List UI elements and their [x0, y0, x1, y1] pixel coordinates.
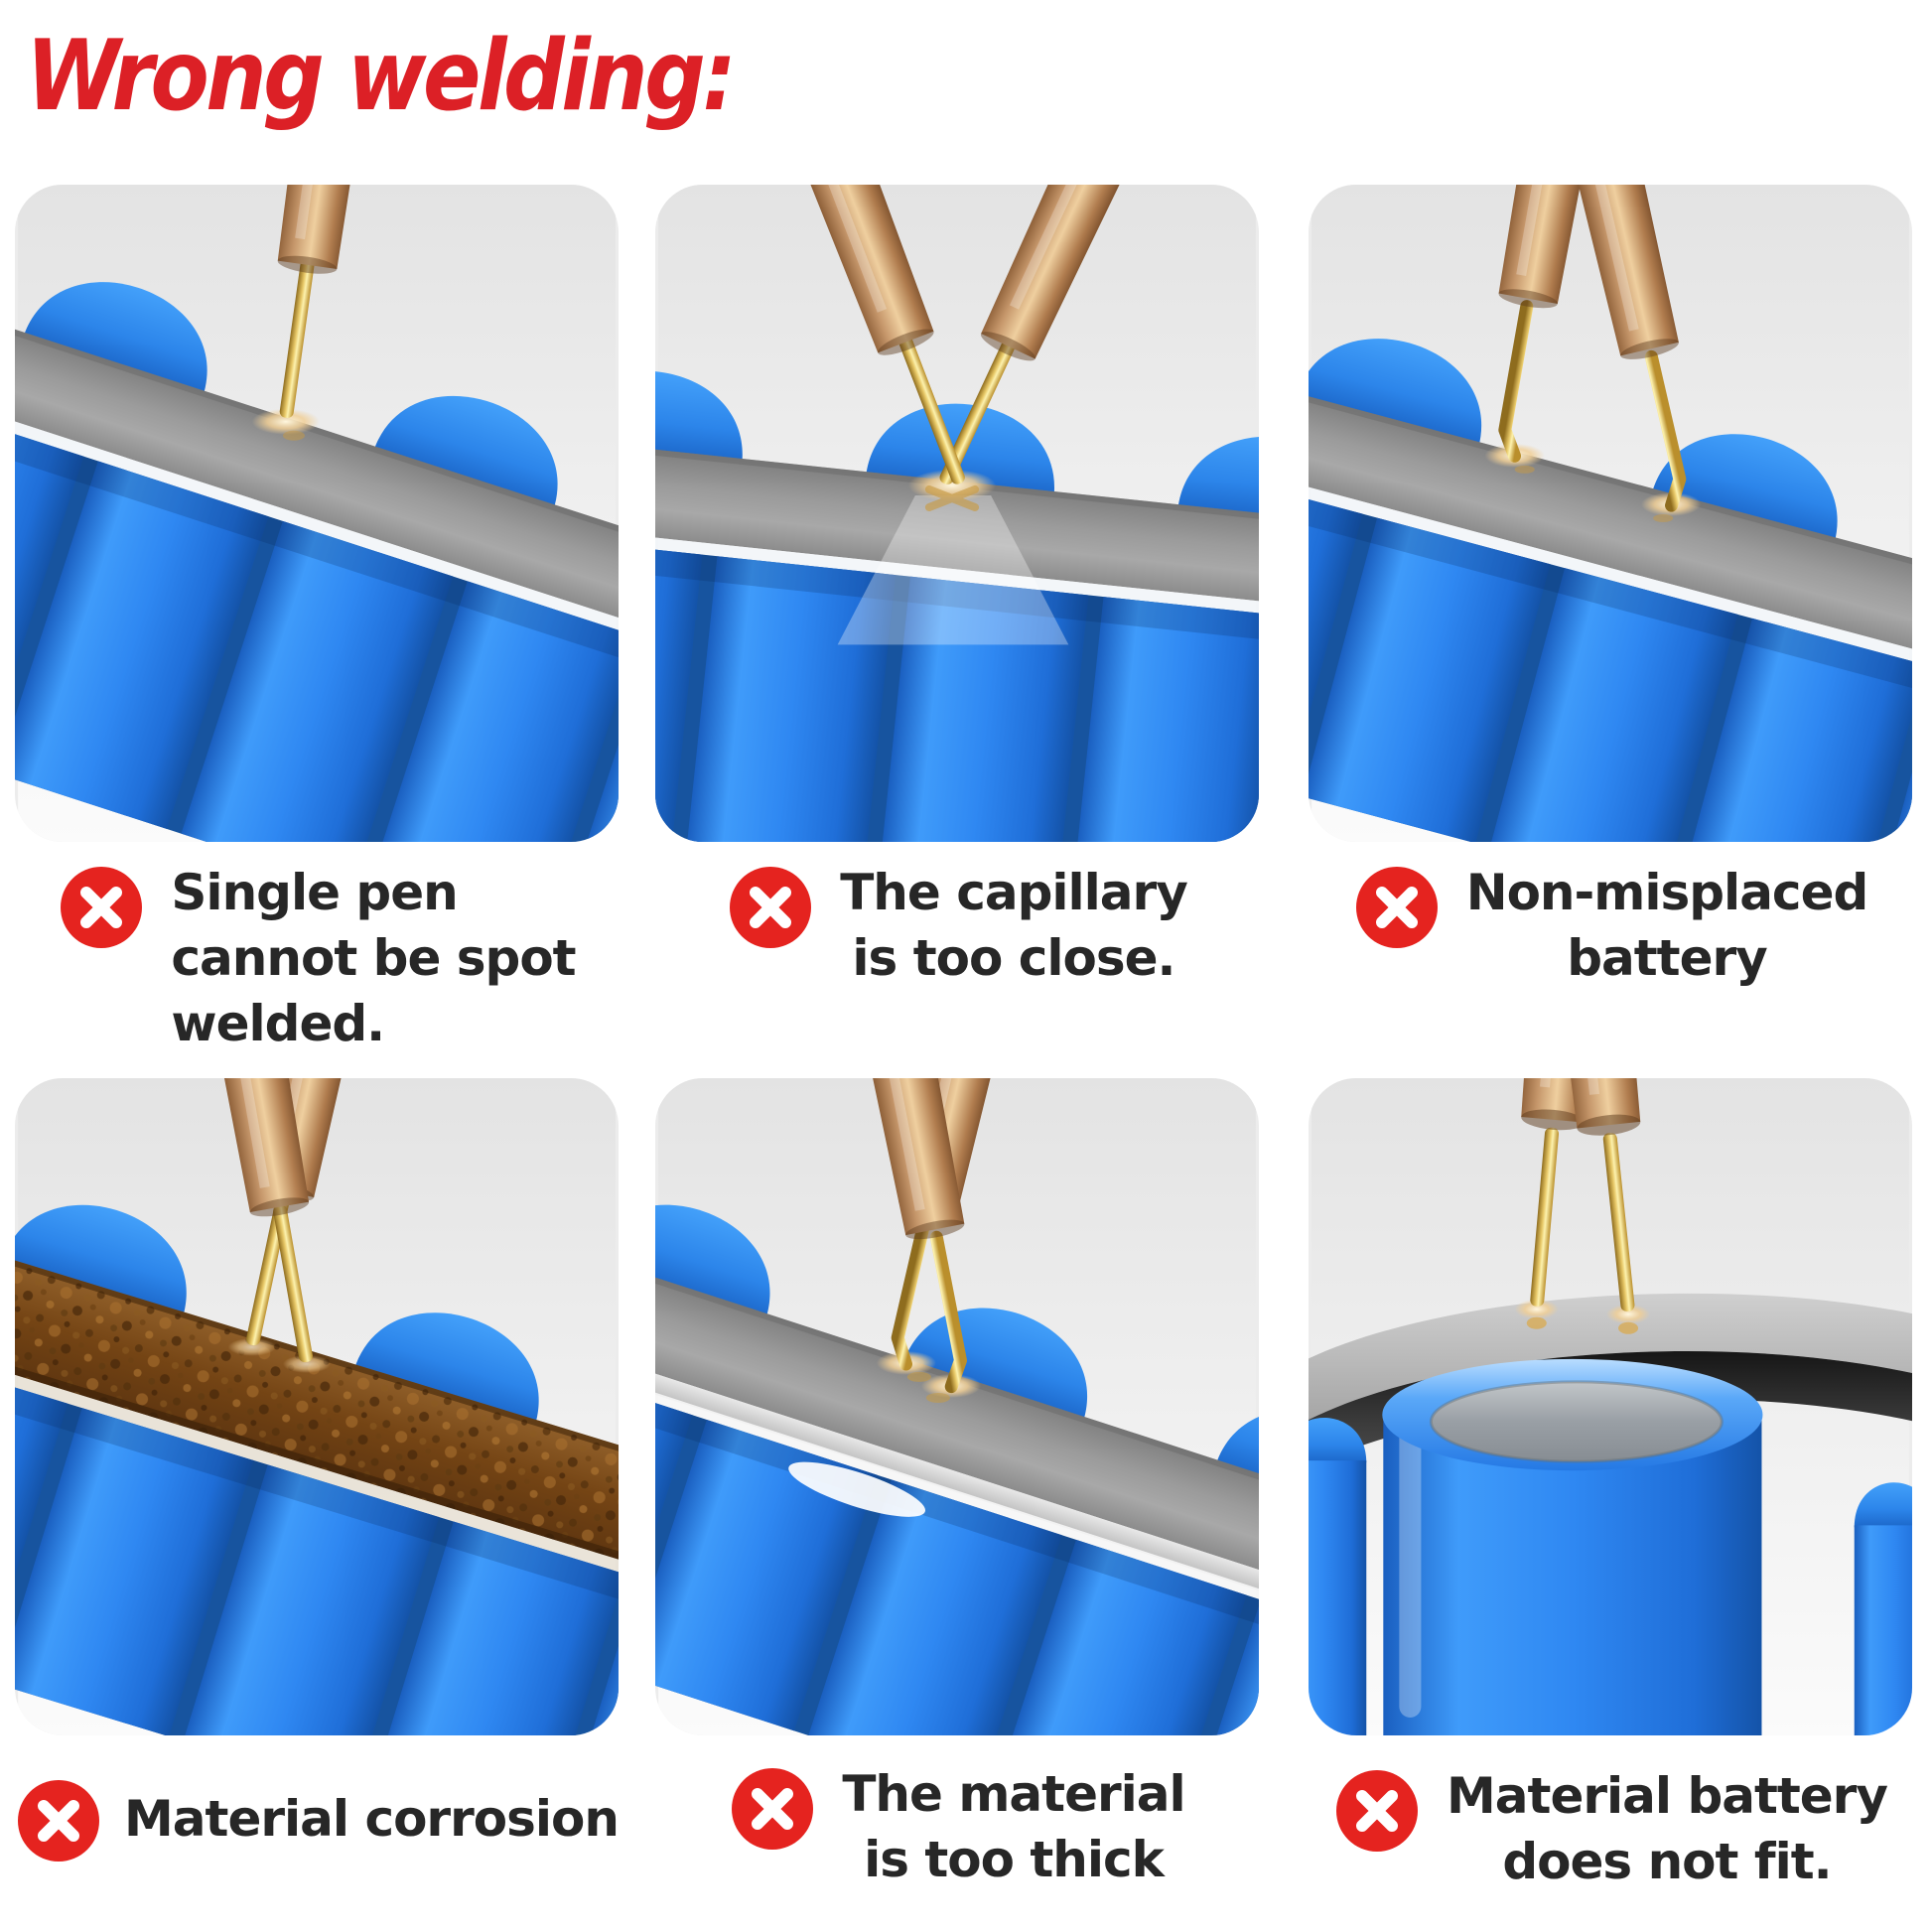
caption-material-battery-fit: Material battery does not fit. — [1309, 1763, 1912, 1894]
caption-text: Material corrosion — [124, 1790, 620, 1848]
illustration-single-pen — [15, 185, 619, 842]
illustration-material-too-thick — [655, 1078, 1259, 1735]
illustration-non-misplaced-battery — [1309, 185, 1912, 842]
welding-pen-right — [1505, 185, 1687, 512]
x-circle-icon — [61, 867, 143, 948]
x-circle-icon — [730, 867, 812, 948]
panel-non-misplaced-battery — [1309, 185, 1912, 842]
panel-material-battery-fit — [1309, 1078, 1912, 1735]
caption-non-misplaced-battery: Non-misplaced battery — [1309, 860, 1912, 991]
welding-pen-left — [1498, 185, 1648, 463]
welding-pen-left — [1521, 1078, 1630, 1307]
illustration-material-corrosion — [15, 1078, 619, 1735]
illustration-material-battery-fit — [1309, 1078, 1912, 1735]
x-circle-icon — [732, 1768, 814, 1850]
x-circle-icon — [1355, 867, 1438, 948]
page-title: Wrong welding: — [26, 20, 737, 133]
welding-pen-left — [939, 185, 1247, 484]
panel-single-pen — [15, 185, 619, 842]
caption-text: Single pen cannot be spot welded. — [171, 864, 576, 1052]
panel-capillary-too-close — [655, 185, 1259, 842]
welding-pen-right — [159, 1078, 313, 1363]
caption-single-pen: Single pen cannot be spot welded. — [15, 860, 619, 1056]
welding-pen-right — [1524, 1078, 1641, 1311]
illustration-capillary-too-close — [655, 185, 1259, 842]
x-circle-icon — [1336, 1770, 1419, 1852]
caption-capillary-too-close: The capillary is too close. — [655, 860, 1259, 991]
caption-text: Material battery does not fit. — [1447, 1767, 1888, 1890]
panel-material-too-thick — [655, 1078, 1259, 1735]
caption-material-too-thick: The material is too thick — [655, 1761, 1259, 1892]
caption-text: Non-misplaced battery — [1465, 864, 1869, 987]
welding-pen-right — [697, 185, 965, 484]
caption-text: The material is too thick — [842, 1765, 1185, 1888]
caption-text: The capillary is too close. — [840, 864, 1188, 987]
welding-pen-right — [807, 1078, 967, 1394]
panel-material-corrosion — [15, 1078, 619, 1735]
caption-material-corrosion: Material corrosion — [15, 1773, 620, 1864]
welding-pen — [277, 185, 411, 418]
x-circle-icon — [18, 1780, 100, 1862]
